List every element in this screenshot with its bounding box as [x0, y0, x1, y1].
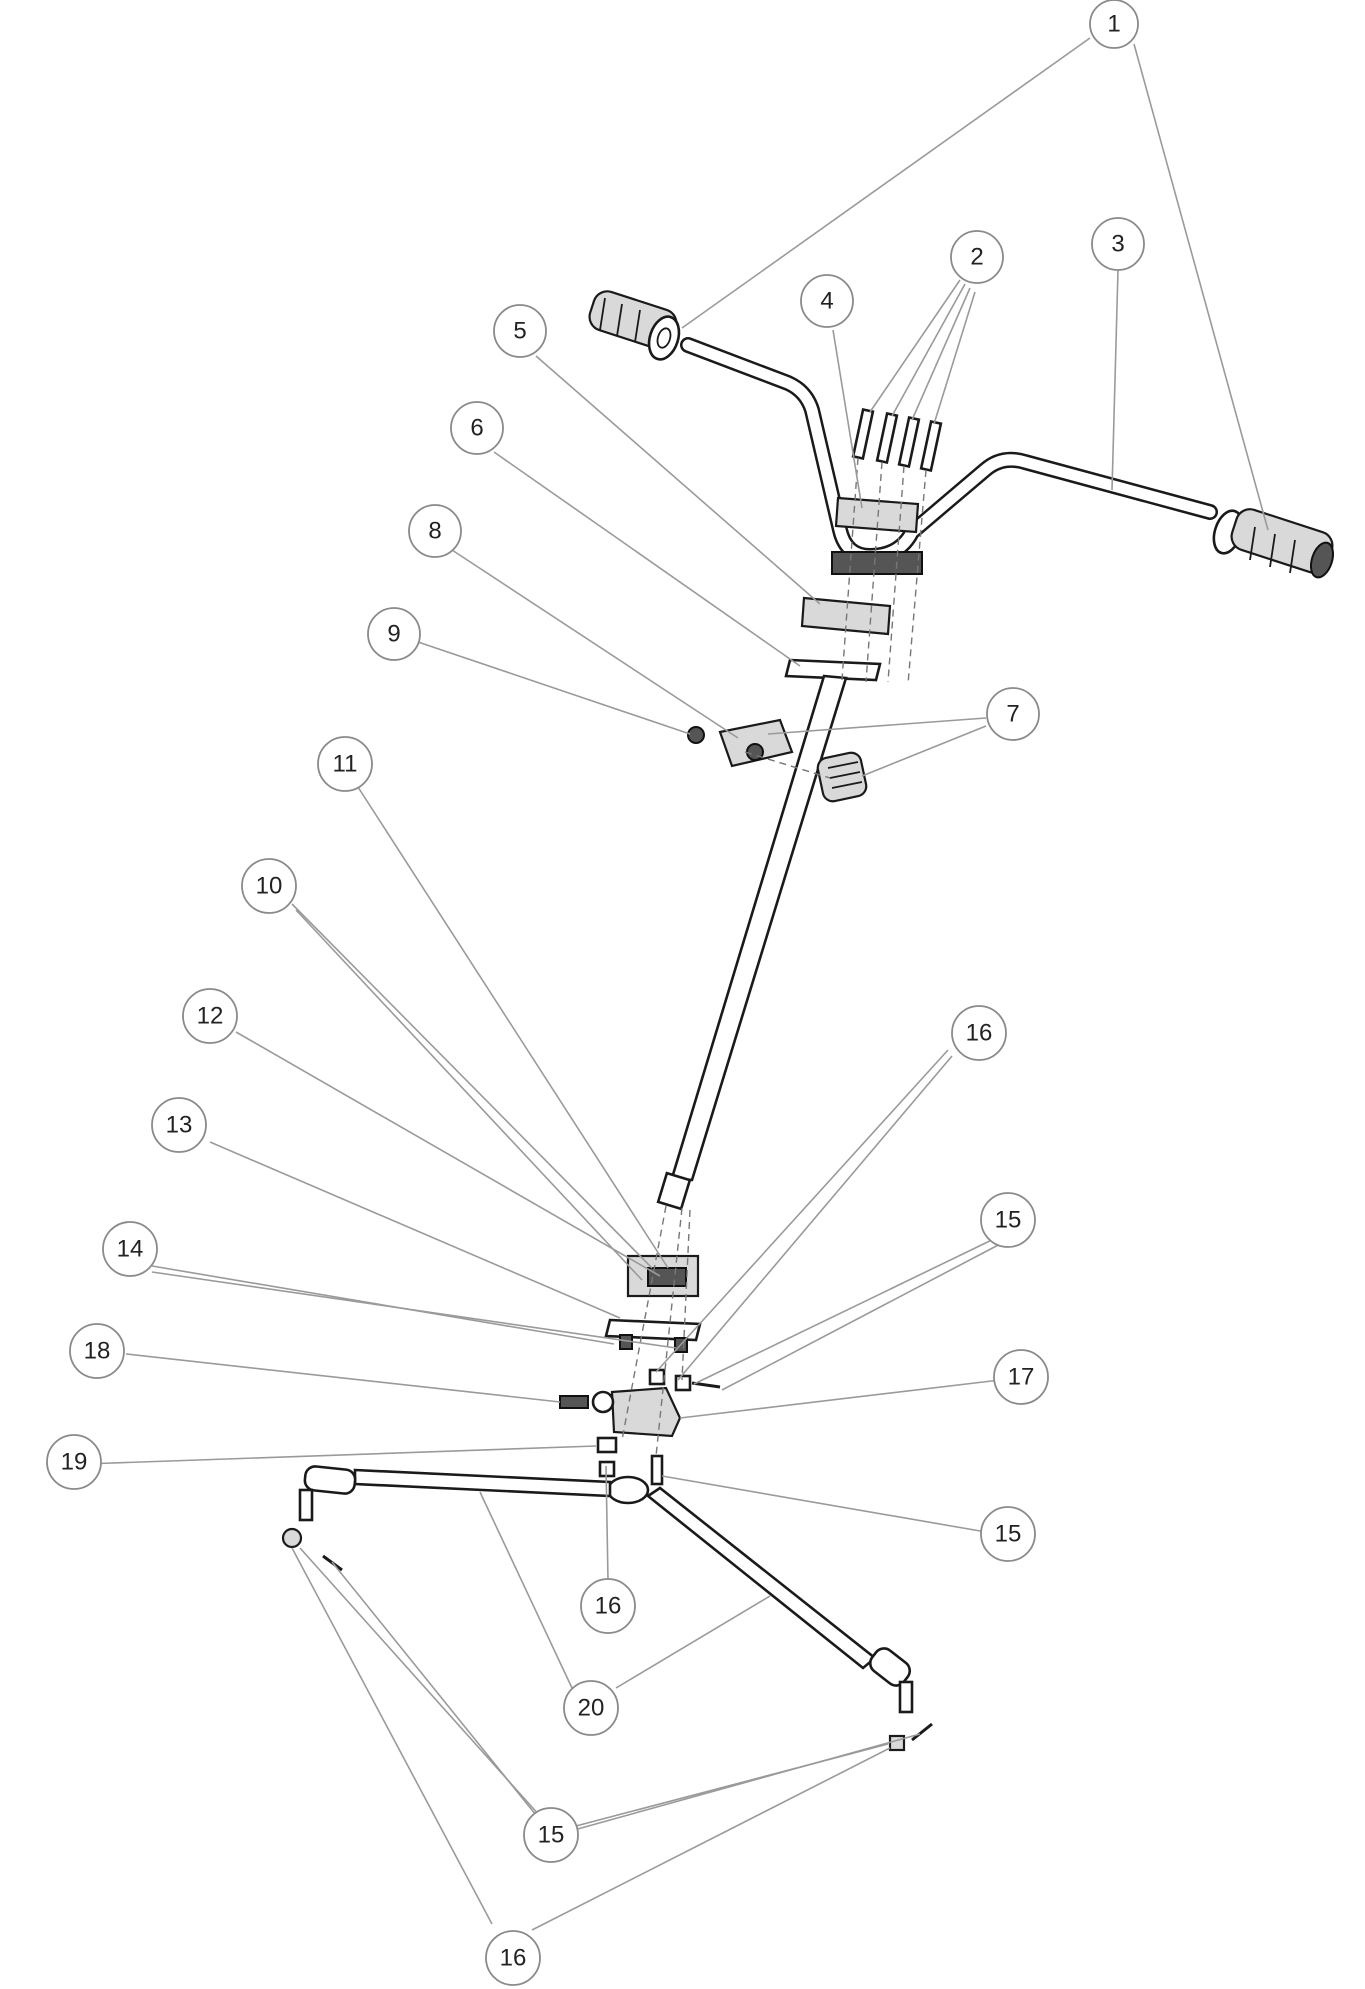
svg-text:1: 1: [1107, 11, 1120, 38]
nut-9: [687, 726, 705, 744]
svg-text:2: 2: [970, 244, 983, 271]
callout-7: 7: [986, 687, 1040, 741]
callout-11: 11: [317, 736, 373, 792]
svg-text:19: 19: [61, 1449, 88, 1476]
callout-15-upper: 15: [980, 1192, 1036, 1248]
callout-16-upper: 16: [951, 1005, 1007, 1061]
callout-3: 3: [1091, 217, 1145, 271]
callout-6: 6: [450, 401, 504, 455]
svg-text:17: 17: [1008, 1364, 1035, 1391]
callout-8: 8: [408, 504, 462, 558]
callout-18: 18: [69, 1323, 125, 1379]
callout-20: 20: [563, 1680, 619, 1736]
callout-15-right: 15: [980, 1506, 1036, 1562]
callout-14: 14: [102, 1221, 158, 1277]
svg-text:15: 15: [995, 1207, 1022, 1234]
parts-drawing: [281, 290, 1335, 1752]
left-tie-rod: [353, 1468, 612, 1498]
svg-text:11: 11: [333, 751, 358, 778]
callout-1: 1: [1089, 0, 1139, 49]
svg-text:5: 5: [513, 318, 526, 345]
right-grip: [1212, 508, 1335, 579]
svg-text:6: 6: [470, 415, 483, 442]
svg-text:9: 9: [387, 621, 400, 648]
callout-5: 5: [493, 304, 547, 358]
callout-17: 17: [993, 1349, 1049, 1405]
callout-2: 2: [950, 230, 1004, 284]
svg-text:7: 7: [1006, 701, 1019, 728]
svg-text:14: 14: [117, 1236, 144, 1263]
svg-text:16: 16: [966, 1020, 993, 1047]
callout-10: 10: [241, 858, 297, 914]
stem-plate: [784, 658, 882, 682]
callout-12: 12: [182, 988, 238, 1044]
svg-text:20: 20: [578, 1695, 605, 1722]
callout-15-lower: 15: [523, 1807, 579, 1863]
steering-column: [670, 674, 848, 1182]
steering-arm: [610, 1386, 682, 1438]
svg-text:16: 16: [500, 1945, 527, 1972]
svg-text:18: 18: [84, 1338, 111, 1365]
svg-text:13: 13: [166, 1112, 193, 1139]
svg-text:8: 8: [428, 518, 441, 545]
left-grip: [588, 290, 681, 361]
right-tie-rod: [645, 1486, 878, 1670]
clamp-bolts: [851, 407, 943, 473]
svg-text:15: 15: [995, 1521, 1022, 1548]
callout-16-middle: 16: [580, 1578, 636, 1634]
knurled-section: [831, 551, 923, 575]
upper-clamp: [834, 496, 920, 534]
callout-16-lower: 16: [485, 1930, 541, 1986]
svg-text:15: 15: [538, 1822, 565, 1849]
svg-text:12: 12: [197, 1003, 224, 1030]
callout-9: 9: [367, 607, 421, 661]
callout-19: 19: [46, 1434, 102, 1490]
steering-bracket: [718, 718, 794, 768]
svg-text:4: 4: [820, 288, 833, 315]
callout-4: 4: [800, 274, 854, 328]
svg-text:3: 3: [1111, 231, 1124, 258]
steering-pad: [816, 751, 868, 803]
svg-text:10: 10: [256, 873, 283, 900]
callouts: 1 2 3 4 5 6 7 8: [46, 0, 1145, 1986]
leader-lines: [83, 37, 1269, 1931]
callout-13: 13: [151, 1097, 207, 1153]
svg-text:16: 16: [595, 1593, 622, 1620]
tie-rod-center: [606, 1475, 650, 1505]
